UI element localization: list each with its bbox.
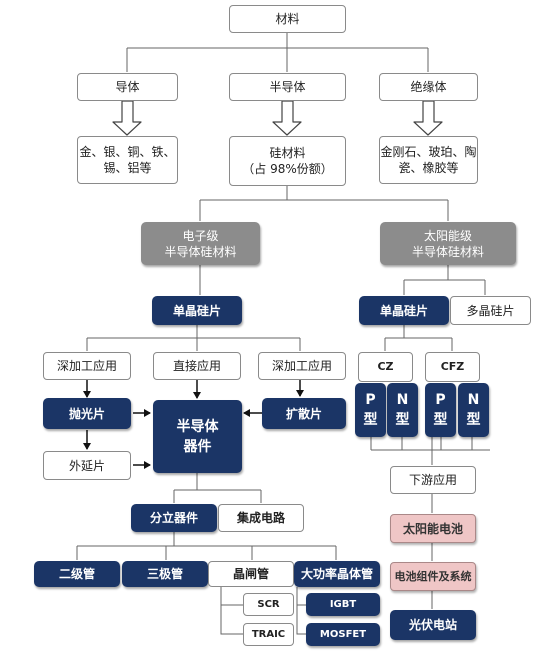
node-cfz: CFZ [425,352,480,382]
block-arrow-insulator [413,100,443,136]
node-insulator: 绝缘体 [379,73,478,101]
node-solar-cell: 太阳能电池 [390,514,476,543]
node-diode: 二级管 [34,561,120,587]
node-insulator-examples: 金刚石、玻珀、陶 瓷、橡胶等 [379,136,478,184]
node-p-type-cz: P 型 [355,383,386,437]
node-module-system: 电池组件及系统 [390,562,476,591]
node-poly-wafer: 多晶硅片 [450,296,531,325]
node-igbt: IGBT [306,593,380,616]
node-downstream: 下游应用 [390,466,476,494]
node-diffused-wafer: 扩散片 [262,398,346,429]
node-semiconductor: 半导体 [229,73,346,101]
node-p-type-cfz: P 型 [425,383,456,437]
block-arrow-semiconductor [272,100,302,136]
block-arrow-conductor [112,100,142,136]
node-cz: CZ [358,352,413,382]
node-deep-process-right: 深加工应用 [258,352,346,380]
node-direct-use: 直接应用 [153,352,241,380]
node-materials: 材料 [229,5,346,33]
node-discrete-devices: 分立器件 [131,504,217,532]
node-triode: 三极管 [122,561,208,587]
node-polished-wafer: 抛光片 [43,398,131,429]
node-electronic-grade: 电子级 半导体硅材料 [141,222,260,265]
node-n-type-cfz: N 型 [458,383,489,437]
node-n-type-cz: N 型 [387,383,418,437]
node-conductor: 导体 [77,73,178,101]
node-scr: SCR [243,593,294,616]
node-mono-wafer-right: 单晶硅片 [359,296,449,325]
node-deep-process-left: 深加工应用 [43,352,131,380]
node-silicon: 硅材料 （占 98%份额） [229,136,346,186]
node-mono-wafer-left: 单晶硅片 [152,296,242,325]
node-solar-grade: 太阳能级 半导体硅材料 [380,222,516,265]
node-power-transistor: 大功率晶体管 [294,561,380,587]
node-thyristor: 晶闸管 [208,561,294,587]
node-integrated-circuit: 集成电路 [218,504,304,532]
node-conductor-examples: 金、银、铜、铁、 锡、铝等 [77,136,178,184]
node-pv-station: 光伏电站 [390,610,476,640]
node-triac: TRAIC [243,623,294,646]
node-epitaxial-wafer: 外延片 [43,451,131,480]
node-mosfet: MOSFET [306,623,380,646]
node-semiconductor-device: 半导体 器件 [153,400,242,473]
